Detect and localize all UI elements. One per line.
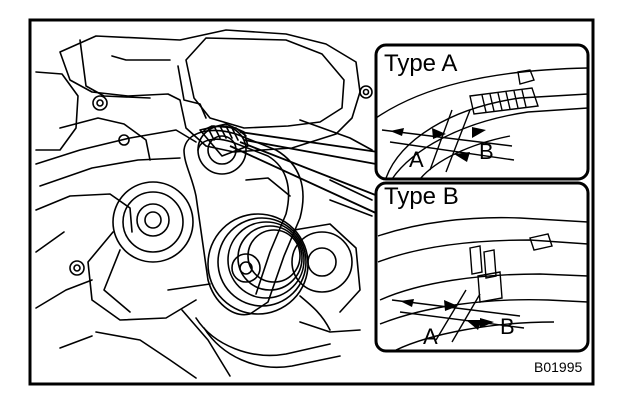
- figure-code: B01995: [534, 359, 583, 375]
- callout-type-b: [374, 181, 590, 353]
- type-b-dimension-a-label: A: [423, 324, 438, 349]
- callout-type-a: [374, 43, 590, 181]
- leader-lines: [229, 131, 379, 215]
- type-a-dimension-a-label: A: [409, 147, 424, 172]
- type-a-dimension-b-label: B: [479, 139, 494, 164]
- type-b-title: Type B: [384, 183, 459, 210]
- type-a-title: Type A: [384, 50, 458, 77]
- type-b-dimension-b-label: B: [500, 314, 515, 339]
- engine-drawing: [35, 29, 373, 379]
